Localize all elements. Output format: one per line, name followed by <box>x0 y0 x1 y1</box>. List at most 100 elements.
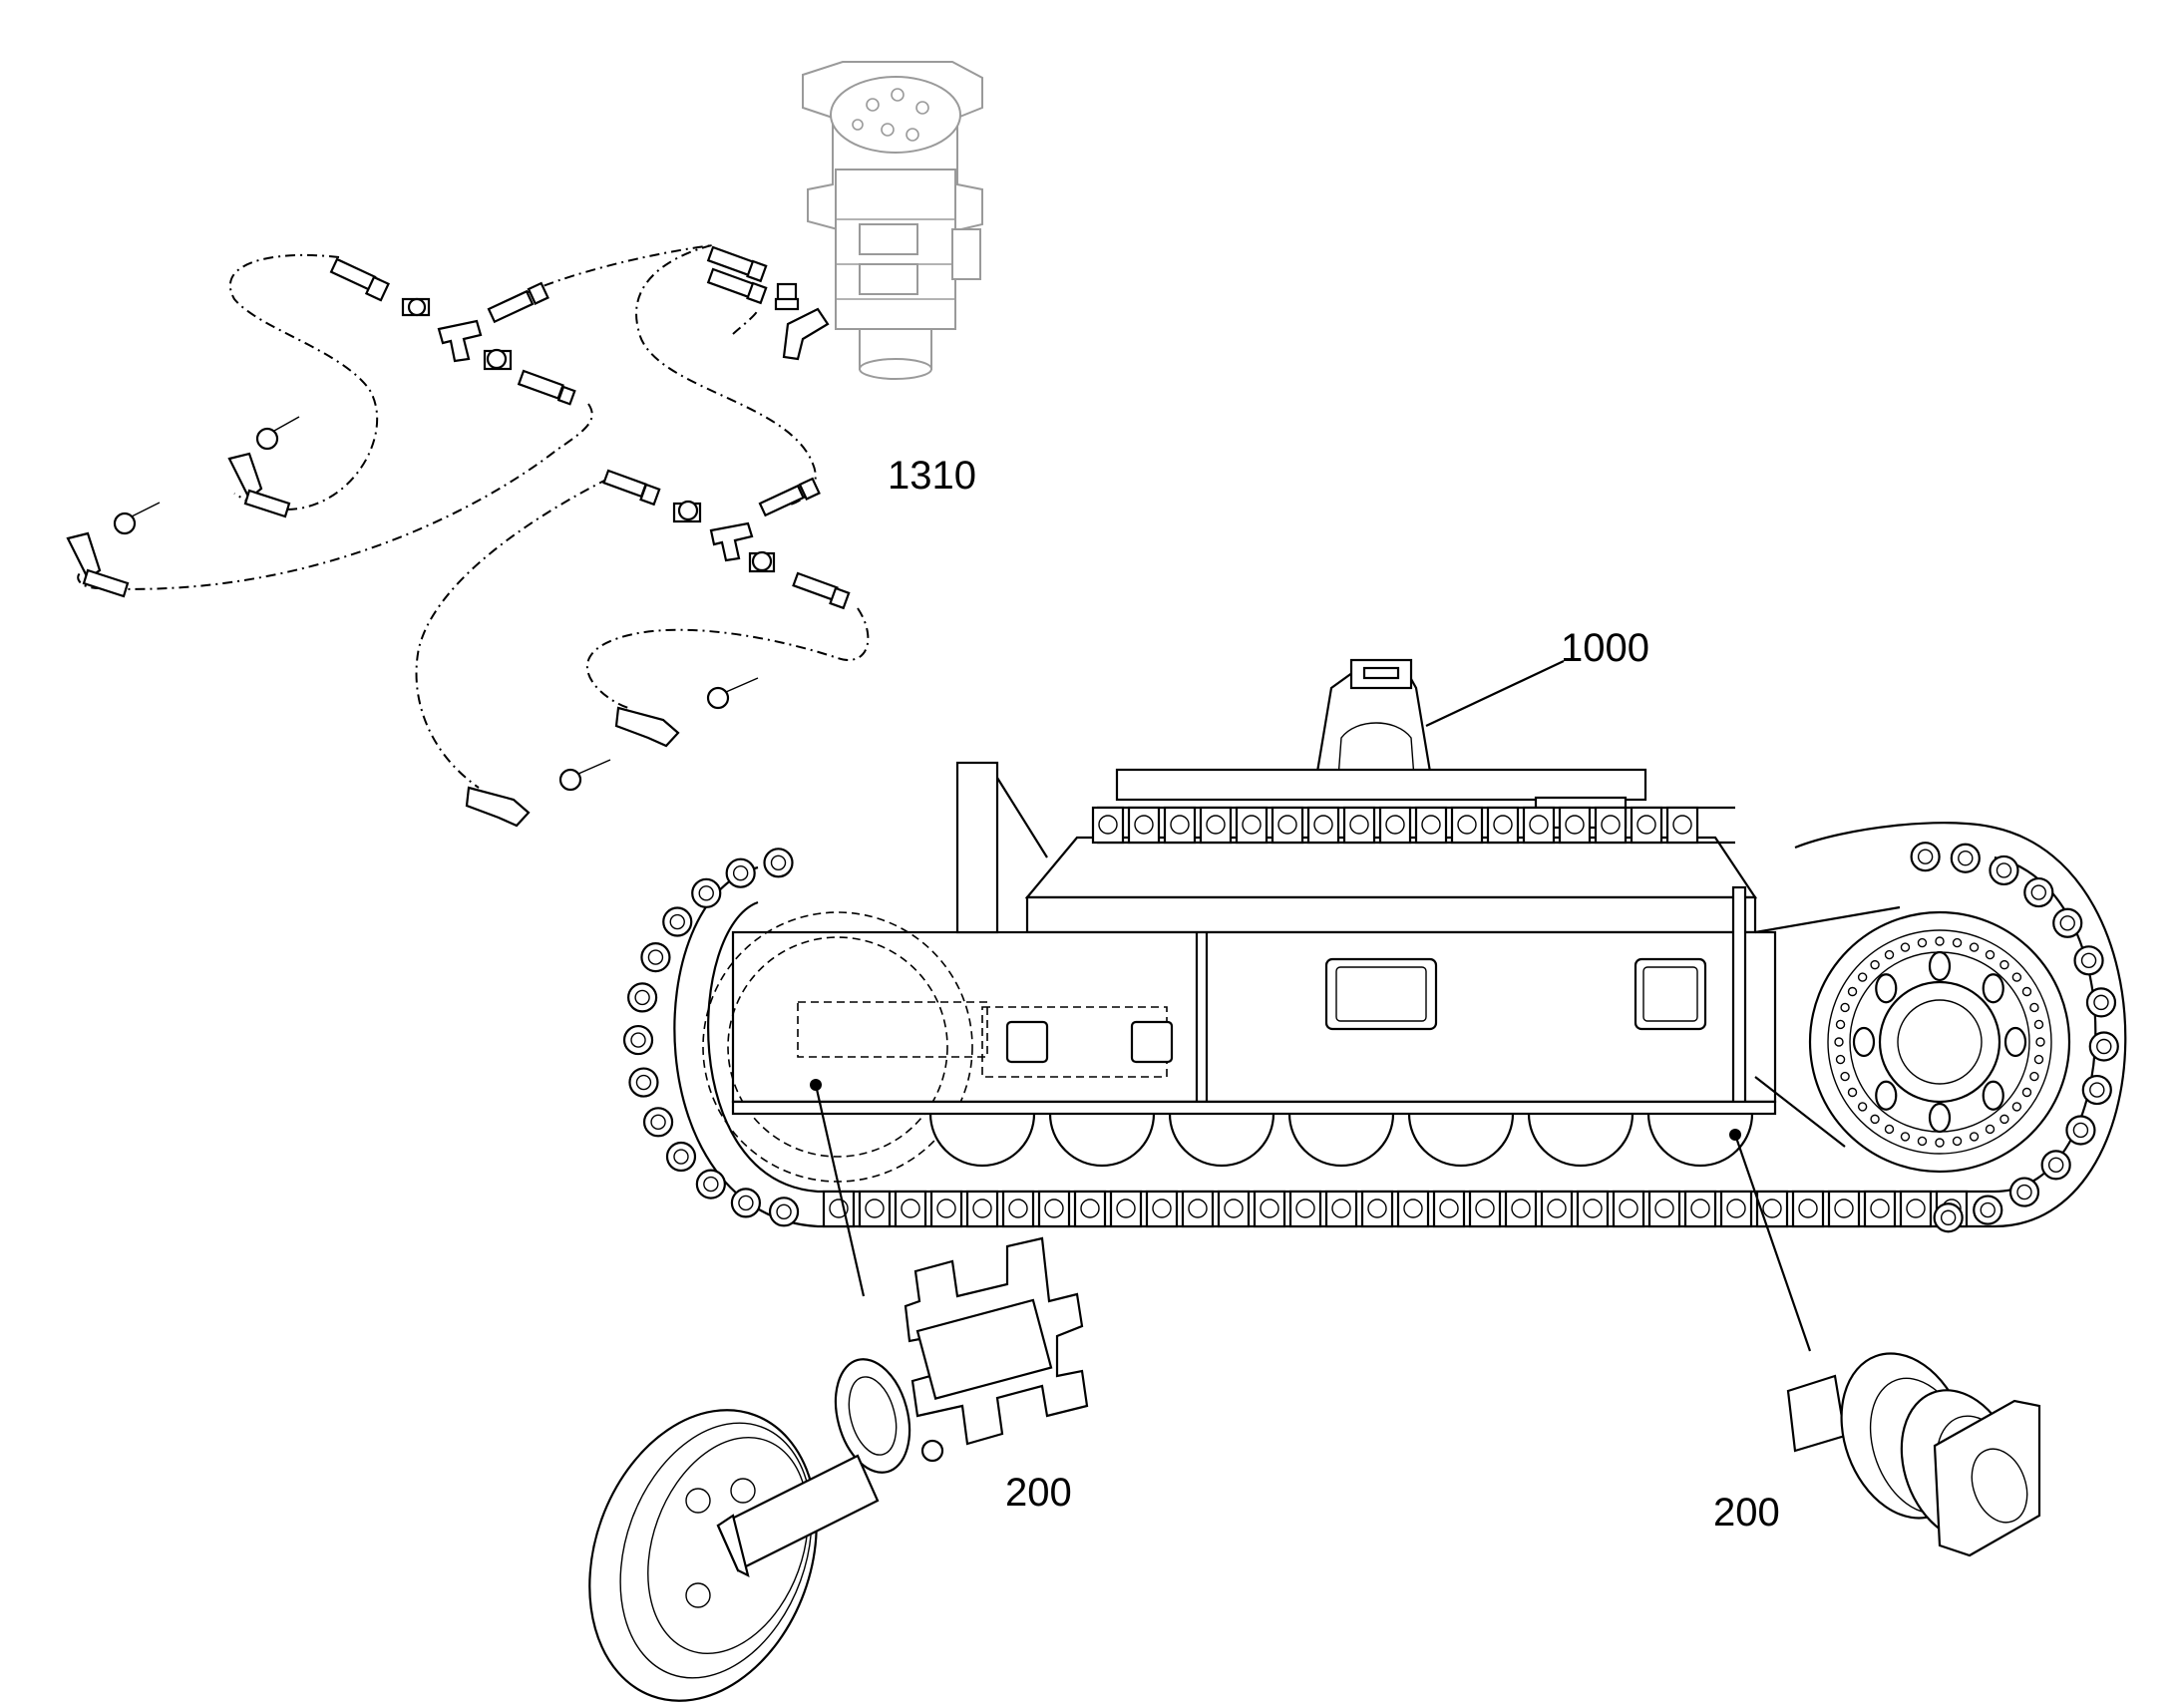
track-pad <box>1217 1190 1251 1228</box>
track-pad <box>2081 1074 2112 1106</box>
hose-fitting <box>602 469 661 507</box>
track-pad <box>1306 806 1340 845</box>
track-pad <box>1271 806 1304 845</box>
adapter <box>748 550 776 573</box>
track-pad <box>1504 1190 1538 1228</box>
sprocket-bolt <box>1935 936 1945 946</box>
track-pad <box>1073 1190 1107 1228</box>
track-pad <box>1127 806 1161 845</box>
sprocket-bolt <box>1969 1132 1980 1142</box>
hose-fitting <box>758 477 821 517</box>
track-rollers <box>928 1113 1754 1168</box>
hose-fitting <box>517 369 576 406</box>
adapter <box>672 500 702 523</box>
elbow-fitting <box>614 677 759 748</box>
sprocket-bolt <box>1969 942 1980 952</box>
undercarriage-frame <box>731 658 1901 1148</box>
track-pad <box>1486 806 1520 845</box>
sprocket-bolt <box>1835 1054 1846 1065</box>
track-pad <box>730 1188 762 1218</box>
track-pad <box>768 1196 800 1227</box>
track-pad <box>628 1067 659 1098</box>
track-pad <box>1522 806 1556 845</box>
sprocket-hole <box>1852 1026 1876 1058</box>
track-pad <box>691 877 722 908</box>
sprocket-hole <box>1982 973 2004 1004</box>
elbow-fitting <box>465 759 611 828</box>
sprocket-bolt <box>1870 1114 1880 1125</box>
elbow-fitting <box>782 307 830 361</box>
sprocket-hole <box>1982 1080 2004 1111</box>
track-pad <box>858 1190 892 1228</box>
sprocket-bolt <box>1900 942 1911 952</box>
track-pad <box>1683 1190 1717 1228</box>
track-pad <box>1594 806 1628 845</box>
bottom-roller <box>1407 1113 1515 1168</box>
track-pad <box>2023 876 2054 908</box>
track-pad <box>1558 806 1592 845</box>
track-pad <box>1450 806 1484 845</box>
track-pads <box>622 806 2119 1233</box>
track-pad <box>1378 806 1412 845</box>
sprocket-bolt <box>1917 937 1928 948</box>
track-pad <box>662 906 693 937</box>
hose-fitting <box>487 281 549 324</box>
sprocket-bolt <box>2011 972 2022 982</box>
track-pad <box>1719 1190 1753 1228</box>
sprocket-bolt <box>2011 1102 2022 1112</box>
track-pad <box>1989 854 2019 886</box>
track-pad <box>1342 806 1376 845</box>
track-pad <box>1540 1190 1574 1228</box>
sprocket-bolt <box>1999 959 2009 970</box>
sprocket-bolt <box>2033 1054 2044 1065</box>
sprocket-bolt <box>2029 1002 2039 1013</box>
callout-200-idler: 200 <box>1005 1471 1072 1515</box>
track-pad <box>894 1190 927 1228</box>
track-pad <box>640 941 671 973</box>
callout-200-roller: 200 <box>1713 1491 1780 1535</box>
sprocket-bolt <box>2035 1037 2045 1047</box>
bottom-roller <box>1287 1113 1395 1168</box>
sprocket-bolt <box>1917 1136 1928 1147</box>
track-pad <box>1109 1190 1143 1228</box>
tee-fitting <box>437 319 483 363</box>
tee-fitting <box>709 521 754 562</box>
track-pad <box>642 1107 674 1138</box>
track-pad <box>622 1024 654 1056</box>
track-pad <box>1910 842 1941 872</box>
sprocket-bolt <box>2029 1071 2039 1082</box>
adapter <box>401 297 431 317</box>
sprocket-bolt <box>2021 1087 2032 1098</box>
track-pad <box>1791 1190 1825 1228</box>
elbow-fitting <box>66 502 161 598</box>
drive-sprocket <box>1808 910 2071 1174</box>
track-pad <box>2008 1177 2040 1207</box>
sprocket-bolt <box>1952 937 1963 948</box>
bottom-roller <box>1646 1113 1754 1168</box>
adapter <box>483 348 513 371</box>
track-pad <box>1933 1202 1964 1233</box>
hose-fitting <box>329 257 390 302</box>
track-pad <box>1145 1190 1179 1228</box>
sprocket-bolt <box>1935 1138 1945 1148</box>
track-pad <box>2073 945 2104 976</box>
hose-fitting <box>706 267 768 305</box>
track-pad <box>1863 1190 1897 1228</box>
track-pad <box>1432 1190 1466 1228</box>
track-pad <box>1001 1190 1035 1228</box>
adapter <box>774 282 800 311</box>
track-roller <box>1786 1352 2041 1557</box>
track-pad <box>1612 1190 1645 1228</box>
sprocket-bolt <box>1900 1132 1911 1142</box>
callout-1000: 1000 <box>1561 626 1649 670</box>
sprocket-hole <box>1928 1102 1952 1134</box>
sprocket-bolt <box>1840 1071 1850 1082</box>
idler-assembly <box>588 1236 1089 1702</box>
sprocket-bolt <box>1847 986 1858 997</box>
hydraulic-hose-kit <box>66 243 870 828</box>
bottom-roller <box>1048 1113 1156 1168</box>
elbow-fitting <box>227 416 300 518</box>
track-pad <box>665 1141 697 1173</box>
sprocket-bolt <box>1840 1002 1850 1013</box>
